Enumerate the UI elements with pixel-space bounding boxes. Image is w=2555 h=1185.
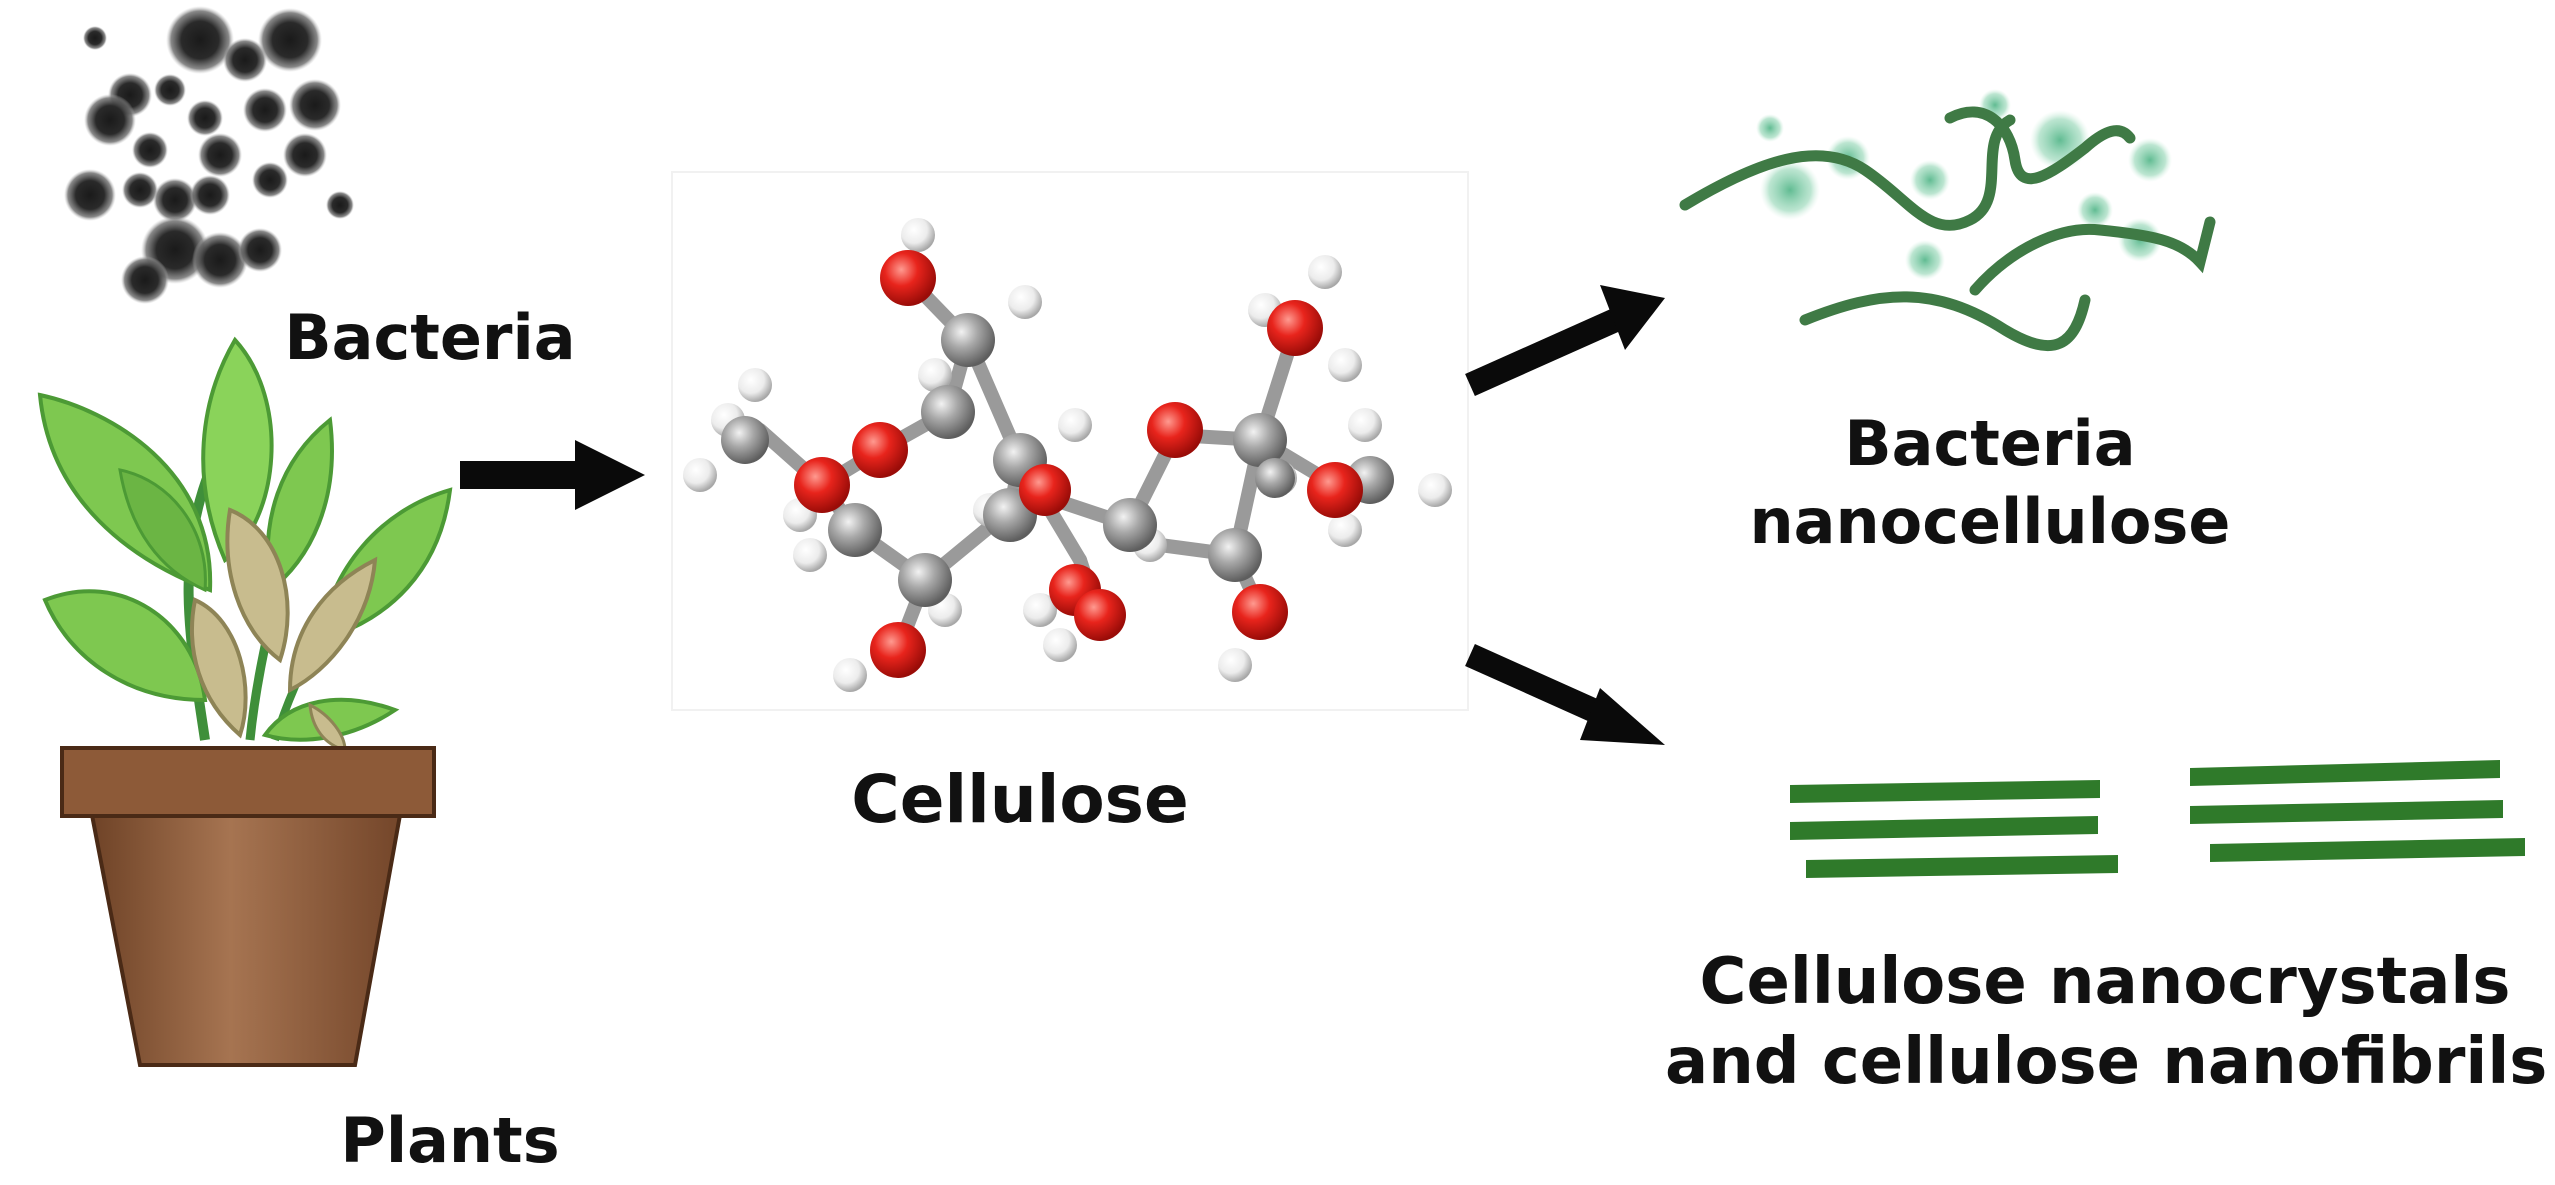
label-bnc-line-1: Bacteria (1844, 407, 2136, 480)
arrow-to-bacteria-nanocellulose (1465, 285, 1665, 396)
label-bacteria: Bacteria (284, 301, 576, 374)
label-bacteria-nanocellulose: Bacteria nanocellulose (1700, 405, 2280, 561)
label-cnc-line-2: and cellulose nanofibrils (1665, 1025, 2548, 1099)
bacterial-nanocellulose-icon (1679, 89, 2216, 352)
potted-plant-icon (37, 336, 453, 1067)
bacteria-cluster-icon (64, 6, 354, 304)
label-bnc-line-2: nanocellulose (1749, 485, 2231, 558)
arrow-to-nanocrystals (1465, 644, 1665, 745)
nanocrystal-fibrils-icon (1790, 760, 2525, 878)
label-cellulose: Cellulose (851, 761, 1189, 838)
arrow-to-cellulose (460, 440, 645, 510)
label-plants: Plants (340, 1104, 560, 1177)
label-cnc-line-1: Cellulose nanocrystals (1699, 945, 2511, 1019)
cellulose-molecule-icon (671, 171, 1469, 711)
label-cnc-cnf: Cellulose nanocrystals and cellulose nan… (1665, 942, 2548, 1102)
